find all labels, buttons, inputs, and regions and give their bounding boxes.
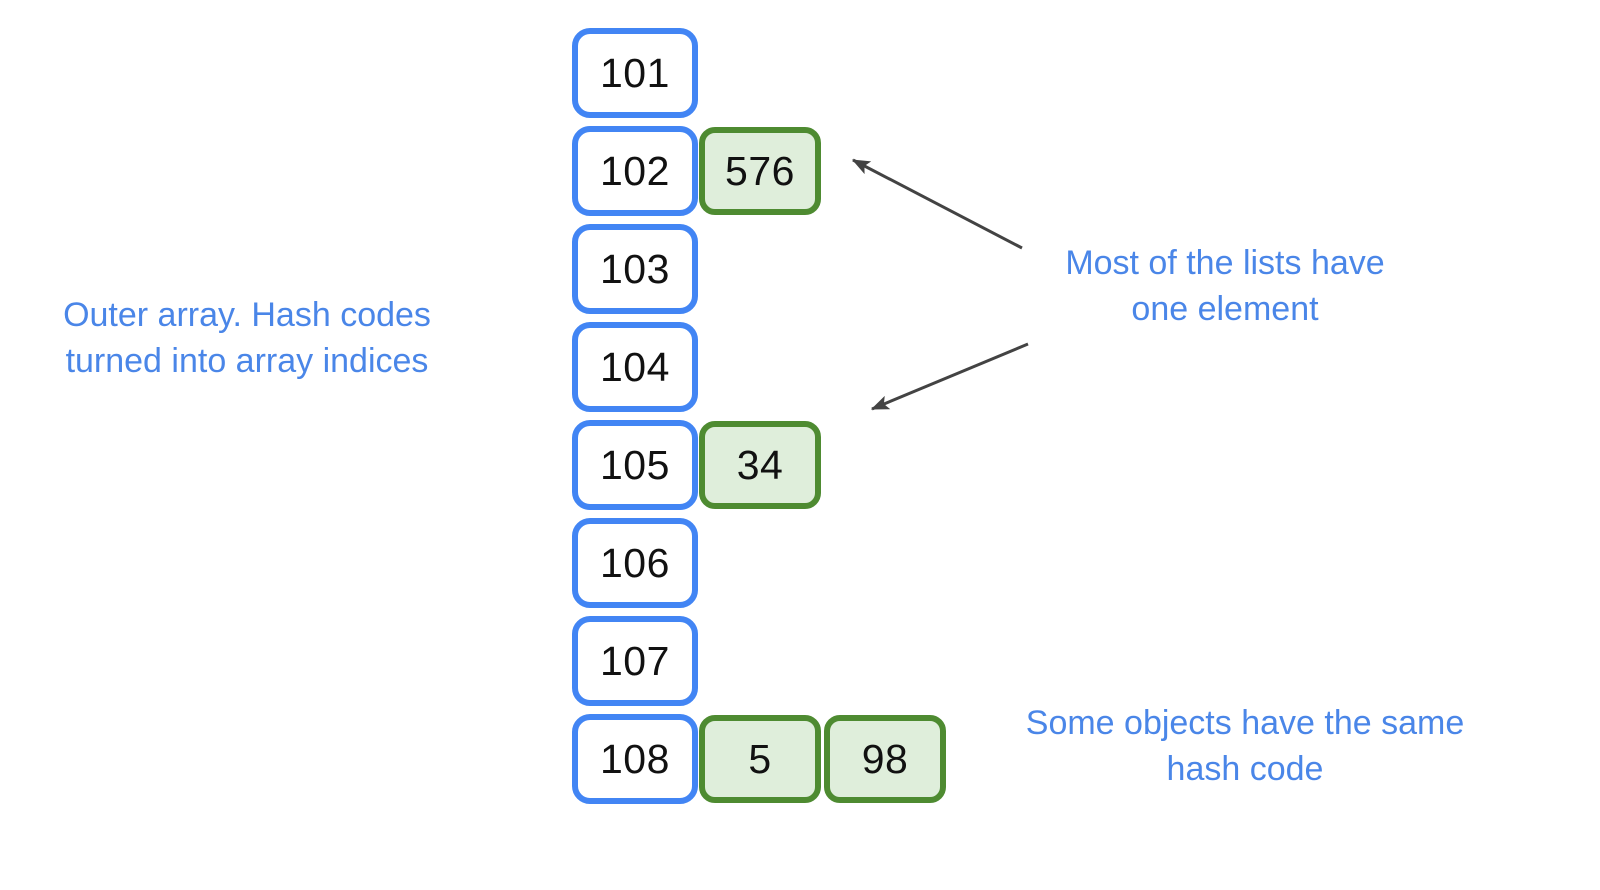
bucket-index-label: 102: [600, 147, 670, 194]
annotation-same-hash-code: Some objects have the same hash code: [1025, 704, 1465, 788]
list-item-value: 34: [736, 441, 784, 488]
bucket-cell-106[interactable]: 106: [572, 518, 698, 608]
bucket-index-label: 104: [600, 343, 670, 390]
list-item[interactable]: 34: [699, 421, 821, 509]
bucket-row: 107: [572, 612, 698, 710]
bucket-row: 108 5 98: [572, 710, 946, 808]
bucket-row: 104: [572, 318, 698, 416]
annotation-outer-array: Outer array. Hash codes turned into arra…: [63, 296, 431, 380]
bucket-row: 106: [572, 514, 698, 612]
bucket-row: 101: [572, 24, 698, 122]
bucket-index-label: 107: [600, 637, 670, 684]
list-item-value: 5: [748, 735, 772, 782]
bucket-row: 103: [572, 220, 698, 318]
bucket-cell-105[interactable]: 105: [572, 420, 698, 510]
bucket-index-label: 108: [600, 735, 670, 782]
bucket-cell-101[interactable]: 101: [572, 28, 698, 118]
bucket-index-label: 103: [600, 245, 670, 292]
bucket-index-label: 105: [600, 441, 670, 488]
list-item-value: 576: [725, 147, 795, 194]
list-item[interactable]: 576: [699, 127, 821, 215]
list-item-value: 98: [861, 735, 909, 782]
bucket-row: 102 576: [572, 122, 821, 220]
bucket-row: 105 34: [572, 416, 821, 514]
bucket-index-label: 101: [600, 49, 670, 96]
bucket-cell-102[interactable]: 102: [572, 126, 698, 216]
bucket-cell-107[interactable]: 107: [572, 616, 698, 706]
arrow-to-bucket-102: [851, 158, 1023, 250]
list-item[interactable]: 5: [699, 715, 821, 803]
bucket-index-label: 106: [600, 539, 670, 586]
arrow-to-bucket-105: [870, 342, 1029, 411]
bucket-cell-103[interactable]: 103: [572, 224, 698, 314]
list-item[interactable]: 98: [824, 715, 946, 803]
annotation-most-lists-have-one-element: Most of the lists have one element: [1065, 244, 1385, 328]
bucket-cell-104[interactable]: 104: [572, 322, 698, 412]
bucket-cell-108[interactable]: 108: [572, 714, 698, 804]
